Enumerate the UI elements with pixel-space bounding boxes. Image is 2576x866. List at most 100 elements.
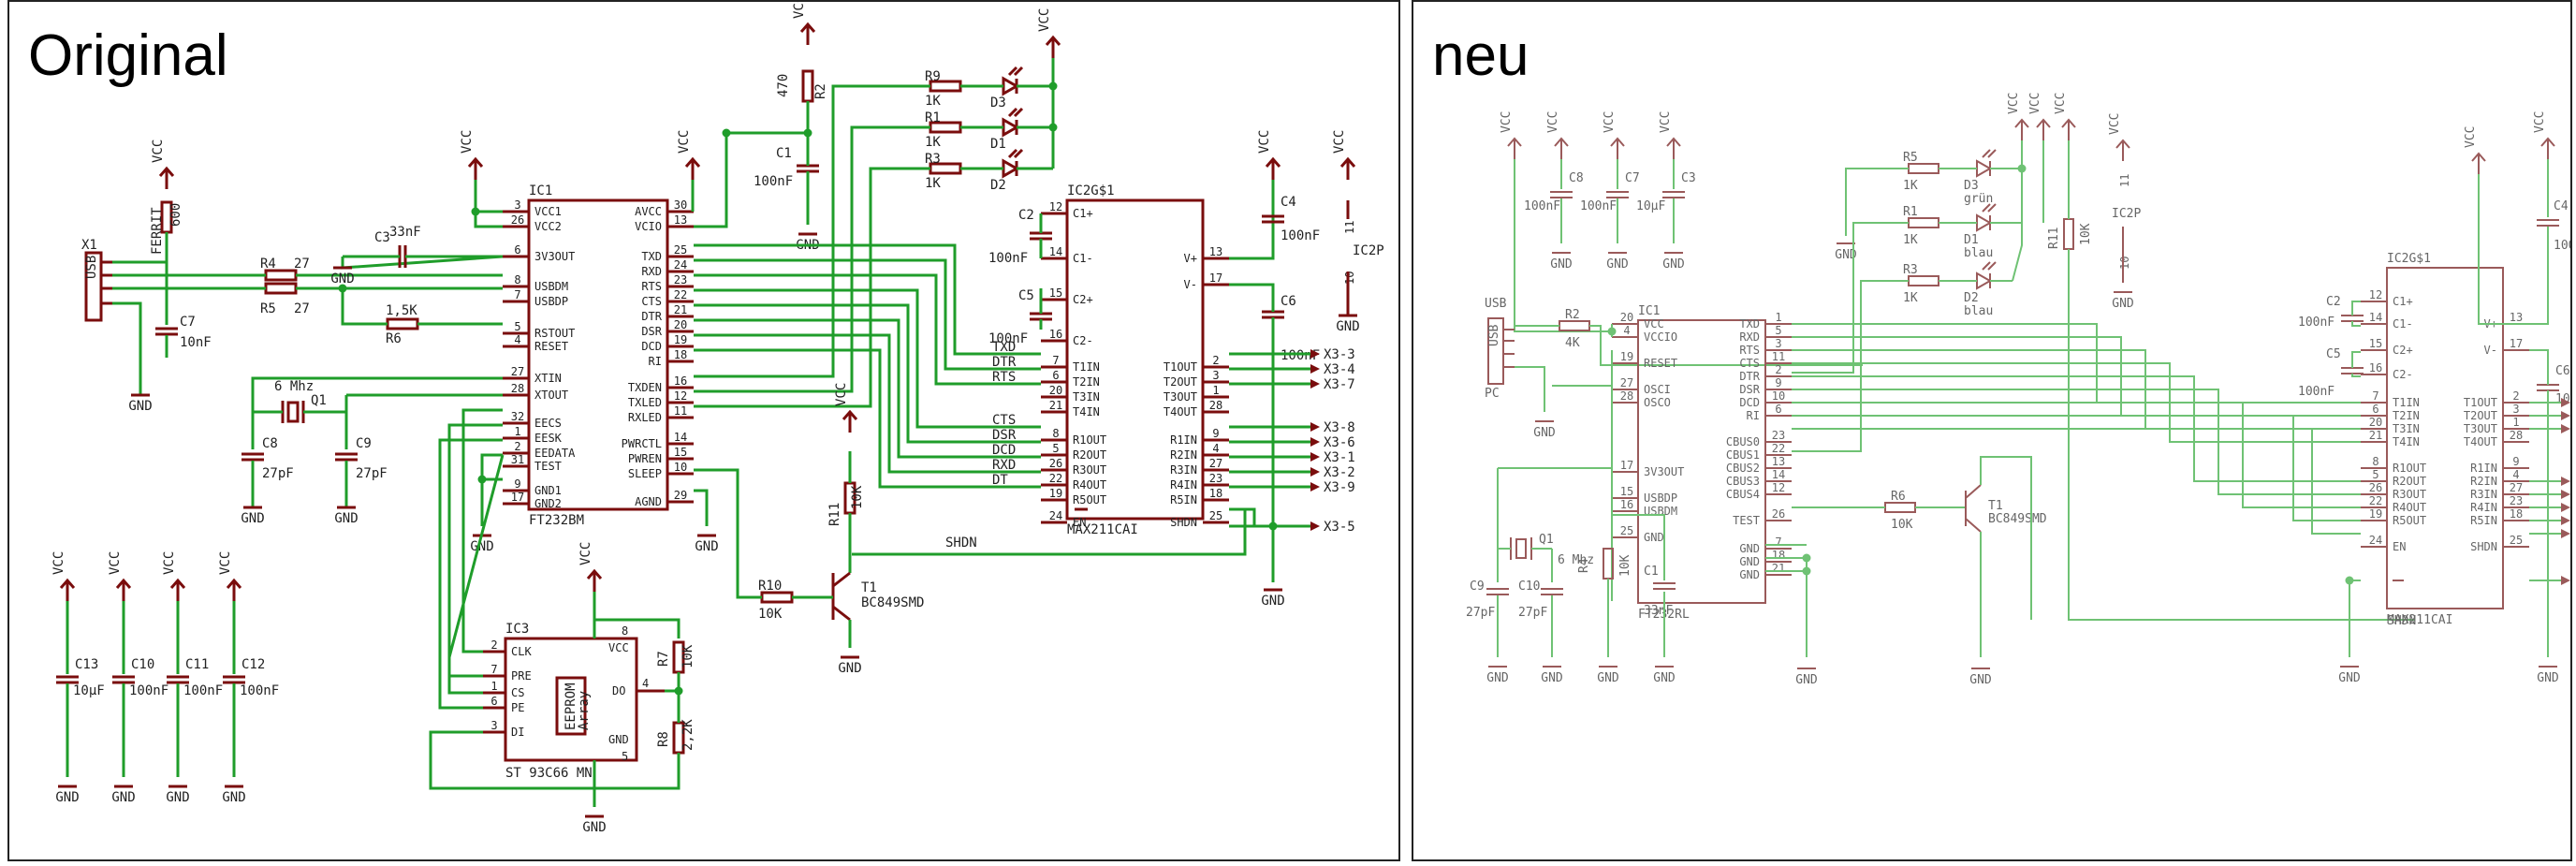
- pin-number: 18: [2510, 507, 2523, 521]
- vcc-arrow: [2036, 118, 2051, 128]
- capacitor-value: 100nF: [754, 174, 793, 189]
- resistor-value: 10K: [850, 485, 865, 509]
- pin-number: 25: [2510, 534, 2523, 547]
- gnd-label: GND: [838, 661, 861, 676]
- pin-number: 25: [674, 243, 687, 257]
- pin-name: VCC2: [534, 220, 562, 233]
- pin-number: 15: [674, 446, 687, 459]
- new-schematic-canvas: VCCC8100nFGNDVCCC7100nFGNDVCCC310µFGNDVC…: [1466, 93, 2570, 687]
- gnd-label: GND: [1550, 257, 1573, 272]
- resistor-body: [2063, 218, 2074, 250]
- connector-arrow: [2561, 424, 2570, 433]
- crystal-body: [1515, 538, 1527, 559]
- pin-name: TXDEN: [628, 381, 662, 394]
- pin-number: 3: [490, 719, 497, 732]
- panel-title-neu: neu: [1432, 23, 1530, 88]
- resistor-value: 1K: [925, 135, 941, 150]
- vcc-arrow: [2471, 152, 2486, 162]
- pin-number: 14: [1049, 245, 1062, 258]
- gnd-label: GND: [1261, 594, 1284, 609]
- capacitor-value: 100nF: [1580, 199, 1617, 213]
- pin-name: V-: [1184, 278, 1197, 291]
- connector-arrow: [2561, 490, 2570, 499]
- pin-number: 26: [1772, 507, 1785, 521]
- resistor-ref: R3: [1903, 263, 1918, 277]
- led-body: [1976, 272, 1993, 290]
- pin-name: DTR: [641, 310, 662, 323]
- wire: [447, 454, 505, 678]
- junction-dot: [2345, 576, 2354, 585]
- connector-arrow: [2561, 516, 2570, 525]
- resistor-body: [1908, 275, 1939, 286]
- vcc-label: VCC: [2054, 93, 2068, 114]
- pin-number: 19: [674, 333, 687, 346]
- pin-number: 9: [1775, 376, 1781, 389]
- ic2p-ref: IC2P: [2112, 207, 2141, 221]
- pin-number: 13: [1772, 455, 1785, 468]
- usb-pc-label: PC: [1485, 387, 1500, 401]
- vcc-label: VCC: [2028, 93, 2042, 114]
- vcc-arrow: [2014, 118, 2029, 128]
- pin-number: 22: [2369, 494, 2382, 507]
- resistor-ref: R11: [827, 503, 842, 526]
- gnd-label: GND: [1597, 671, 1619, 685]
- capacitor-ref: C12: [242, 657, 265, 672]
- pin-number: 26: [511, 213, 524, 227]
- crystal-ref: Q1: [311, 393, 327, 408]
- resistor-value: 10K: [1618, 554, 1632, 577]
- connector-arrow: [1310, 364, 1320, 374]
- pin-name: T4IN: [2393, 435, 2420, 448]
- net-label: DCD: [992, 443, 1016, 458]
- vcc-label: VCC: [108, 551, 123, 575]
- pin-name: RESET: [1644, 357, 1677, 370]
- pin-number: 5: [2372, 468, 2378, 481]
- connector-arrow: [1310, 482, 1320, 492]
- junction-dot: [1048, 123, 1058, 132]
- pin-number: 9: [514, 477, 520, 491]
- pin-number: 1: [2512, 416, 2519, 429]
- pin-number: 2: [2512, 389, 2519, 403]
- connector-arrow: [2561, 503, 2570, 512]
- pin-name: PRE: [511, 669, 532, 683]
- pin-number: 13: [674, 213, 687, 227]
- resistor-ref: R4: [1577, 558, 1591, 573]
- pin-name: PWRCTL: [622, 437, 662, 450]
- resistor-value: 1,5K: [386, 303, 417, 318]
- capacitor-value: 27pF: [1518, 606, 1547, 620]
- led-body: [1002, 117, 1020, 138]
- connector-label: X3-2: [1324, 465, 1355, 480]
- pin-number: 3: [2512, 403, 2519, 416]
- pin-number: 24: [2369, 534, 2382, 547]
- pin-name: R2OUT: [2393, 475, 2426, 488]
- pin-name: R1IN: [2470, 462, 2497, 475]
- resistor-body: [264, 282, 298, 295]
- vcc-label: VCC: [834, 383, 849, 406]
- gnd-label: GND: [222, 790, 245, 805]
- connector-arrow: [1310, 349, 1320, 359]
- wire: [694, 131, 777, 228]
- junction-dot: [2017, 164, 2027, 173]
- ic-ref: IC2G$1: [1067, 183, 1115, 198]
- wire: [694, 303, 1041, 444]
- wire: [1792, 415, 2361, 521]
- wire: [438, 438, 503, 710]
- capacitor-value: 100nF: [988, 251, 1028, 266]
- connector-arrow: [1310, 452, 1320, 462]
- pin-number: 8: [1052, 427, 1059, 440]
- vcc-arrow: [158, 166, 175, 177]
- capacitor-value: 10µF: [1636, 199, 1665, 213]
- connector-arrow: [1310, 437, 1320, 447]
- capacitor-value: 100nF: [240, 683, 279, 698]
- capacitor-value: 33nF: [389, 225, 421, 240]
- pin-number: 21: [2369, 429, 2382, 442]
- pin-number: 6: [2372, 403, 2378, 416]
- pin-name: XTIN: [534, 372, 562, 385]
- capacitor-value: 27pF: [356, 466, 388, 481]
- led-ref: D2: [1964, 291, 1979, 305]
- capacitor-ref: C7: [180, 315, 196, 330]
- gnd-label: GND: [2338, 671, 2361, 685]
- ic-name: MAX211CAI: [1067, 522, 1138, 537]
- capacitor-ref: C9: [356, 436, 372, 451]
- pin-name: OSCI: [1644, 383, 1671, 396]
